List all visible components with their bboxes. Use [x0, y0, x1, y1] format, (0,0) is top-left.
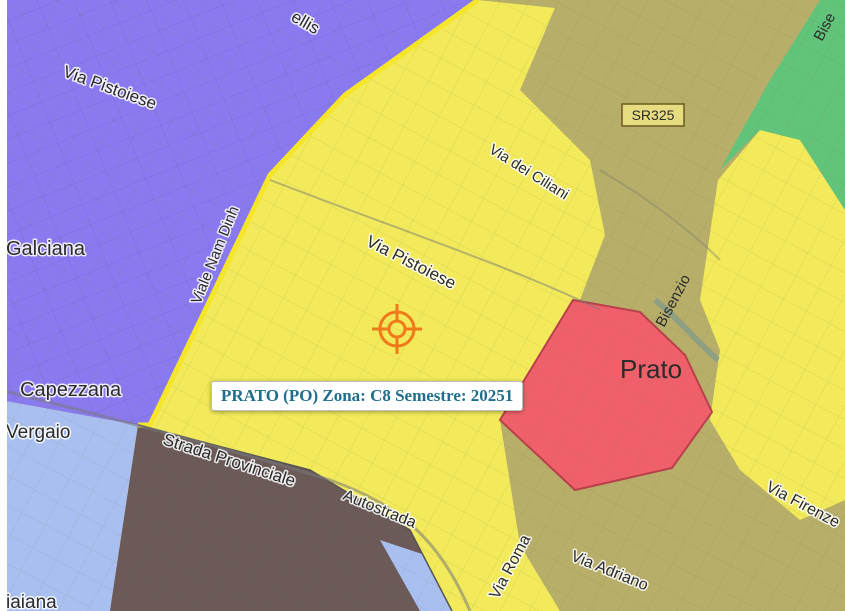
road-strada-provinciale: [0, 388, 472, 611]
road-via-pistoiese: [269, 179, 601, 311]
boundary-red: [498, 298, 714, 492]
road-north: [599, 169, 721, 261]
river-bisenzio: [653, 297, 720, 363]
left-edge-strip: [0, 0, 7, 611]
zone-tooltip: PRATO (PO) Zona: C8 Semestre: 20251: [211, 381, 524, 411]
road-shield-label: SR325: [632, 107, 675, 123]
label-iaiana: iaiana: [6, 592, 57, 611]
label-vergaio: Vergaio: [6, 422, 70, 443]
label-prato: Prato: [620, 354, 682, 384]
label-galciana: Galciana: [6, 238, 86, 260]
label-capezzana: Capezzana: [20, 379, 122, 401]
boundary-yellow: [138, 0, 480, 428]
road-shield-sr325: SR325: [621, 103, 685, 127]
target-marker-icon[interactable]: [372, 304, 422, 354]
